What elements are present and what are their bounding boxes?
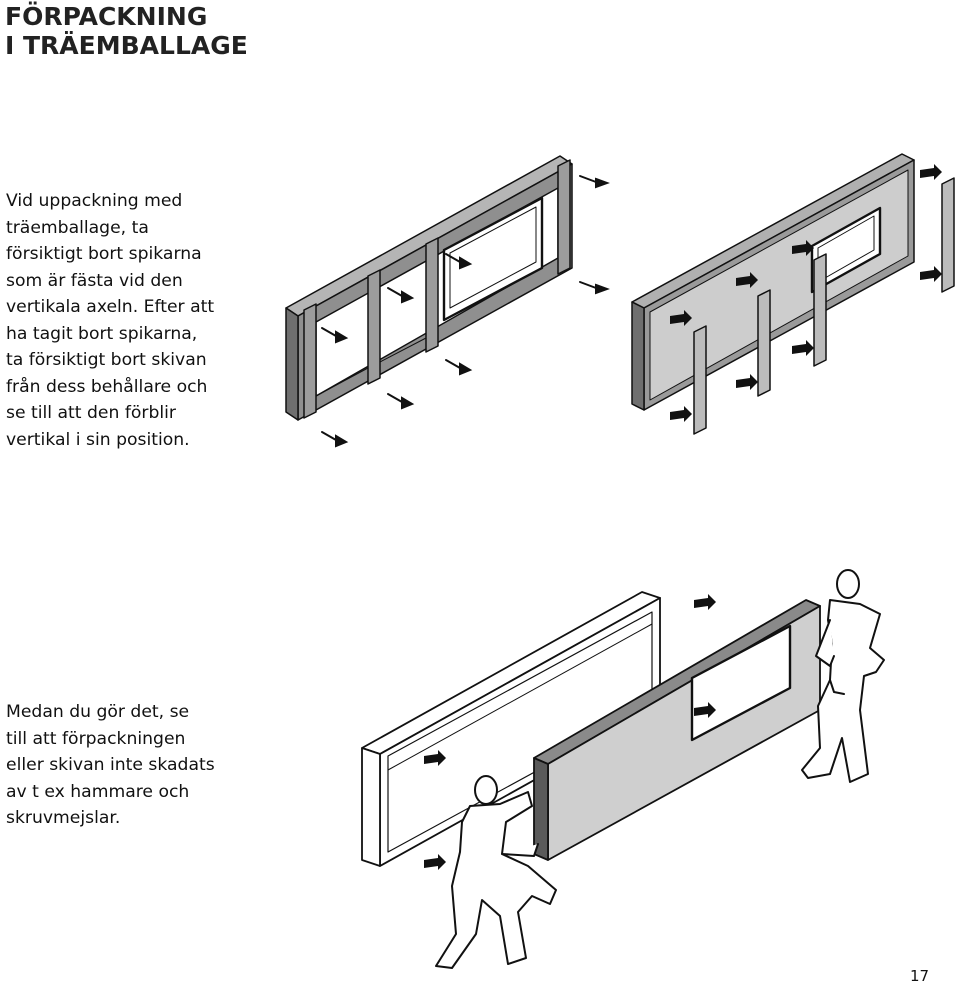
paragraph-line: ta försiktigt bort skivan xyxy=(6,350,207,370)
instruction-paragraph-2: Medan du gör det, se till att förpacknin… xyxy=(6,699,215,832)
paragraph-line: som är fästa vid den xyxy=(6,270,183,291)
paragraph-line: av t ex hammare och xyxy=(6,781,190,802)
paragraph-line: Medan du gör det, se xyxy=(6,702,190,722)
paragraph-line: vertikal i sin position. xyxy=(6,429,190,450)
paragraph-line: ha tagit bort spikarna, xyxy=(6,323,198,344)
people-lifting-board-illustration xyxy=(361,569,885,969)
paragraph-line: till att förpackningen xyxy=(6,728,186,749)
board-battens-removed-illustration xyxy=(631,153,955,435)
paragraph-line: skruvmejslar. xyxy=(6,808,121,828)
paragraph-line: försiktigt bort spikarna xyxy=(6,244,202,264)
page-title: FÖRPACKNING I TRÄEMBALLAGE xyxy=(5,2,248,60)
paragraph-line: Vid uppackning med xyxy=(6,191,183,211)
crate-frame-nails-illustration xyxy=(285,155,610,448)
paragraph-line: vertikala axeln. Efter att xyxy=(6,297,215,317)
instruction-paragraph-1: Vid uppackning med träemballage, ta förs… xyxy=(6,188,214,453)
paragraph-line: se till att den förblir xyxy=(6,403,176,423)
title-line-2: I TRÄEMBALLAGE xyxy=(5,31,248,60)
paragraph-line: från dess behållare och xyxy=(6,376,208,397)
paragraph-line: eller skivan inte skadats xyxy=(6,755,215,775)
paragraph-line: träemballage, ta xyxy=(6,217,149,238)
title-line-1: FÖRPACKNING xyxy=(5,2,208,31)
page-number: 17 xyxy=(910,967,930,985)
